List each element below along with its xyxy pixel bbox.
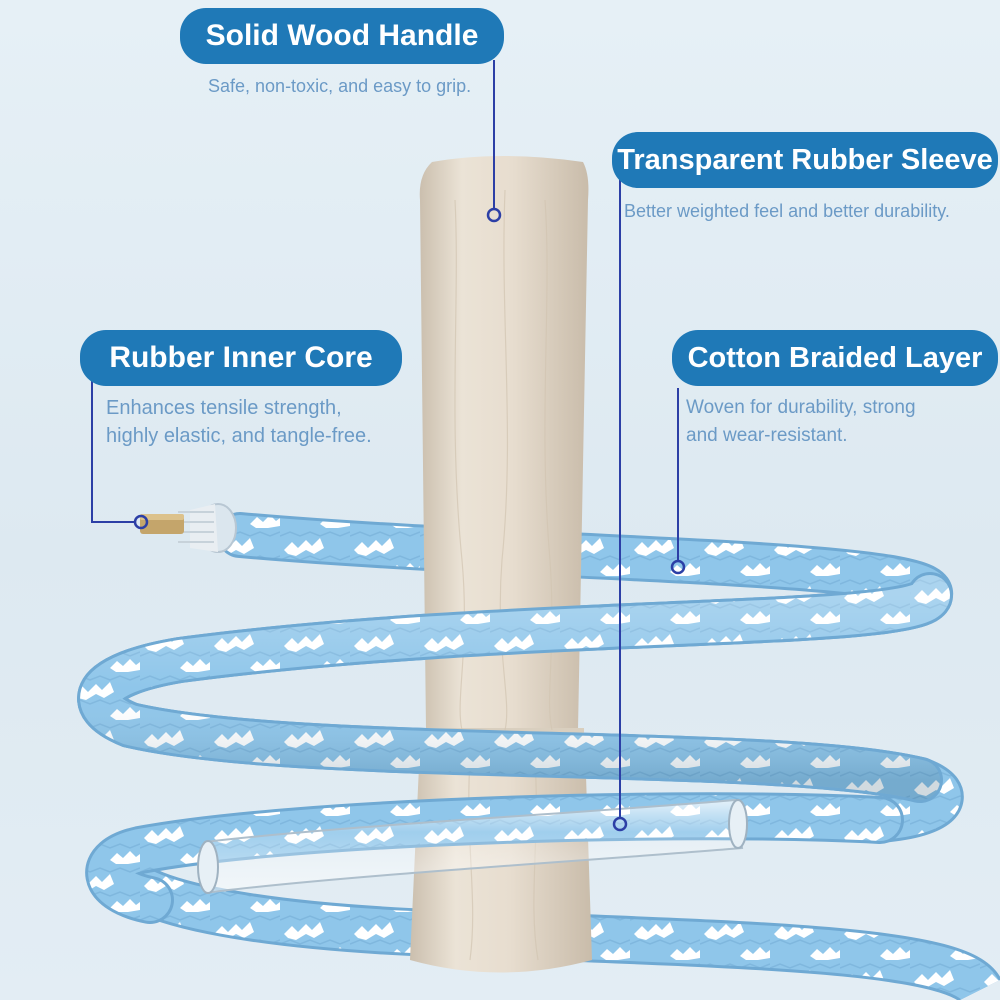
core-dot-marker bbox=[133, 514, 149, 530]
core-title-tag: Rubber Inner Core bbox=[80, 330, 402, 386]
core-description: Enhances tensile strength, highly elasti… bbox=[106, 394, 372, 450]
transparent-sleeve bbox=[197, 798, 748, 894]
core-description-line-2: highly elastic, and tangle-free. bbox=[106, 425, 372, 447]
rope-core-end bbox=[140, 503, 237, 553]
braid-description: Woven for durability, strong and wear-re… bbox=[686, 394, 916, 450]
sleeve-title-tag: Transparent Rubber Sleeve bbox=[612, 132, 998, 188]
sleeve-description-line: Better weighted feel and better durabili… bbox=[624, 201, 950, 221]
handle-dot-marker bbox=[486, 207, 502, 223]
leader-lines bbox=[91, 60, 679, 817]
handle-description-line: Safe, non-toxic, and easy to grip. bbox=[208, 76, 472, 96]
handle-description: Safe, non-toxic, and easy to grip. bbox=[208, 72, 471, 100]
core-description-line-1: Enhances tensile strength, bbox=[106, 397, 342, 419]
sleeve-description: Better weighted feel and better durabili… bbox=[624, 197, 950, 225]
braid-dot-marker bbox=[670, 559, 686, 575]
sleeve-dot-marker bbox=[612, 816, 628, 832]
braid-title-tag: Cotton Braided Layer bbox=[672, 330, 998, 386]
braid-description-line-1: Woven for durability, strong bbox=[686, 397, 916, 418]
braid-description-line-2: and wear-resistant. bbox=[686, 425, 848, 446]
handle-title-tag: Solid Wood Handle bbox=[180, 8, 504, 64]
